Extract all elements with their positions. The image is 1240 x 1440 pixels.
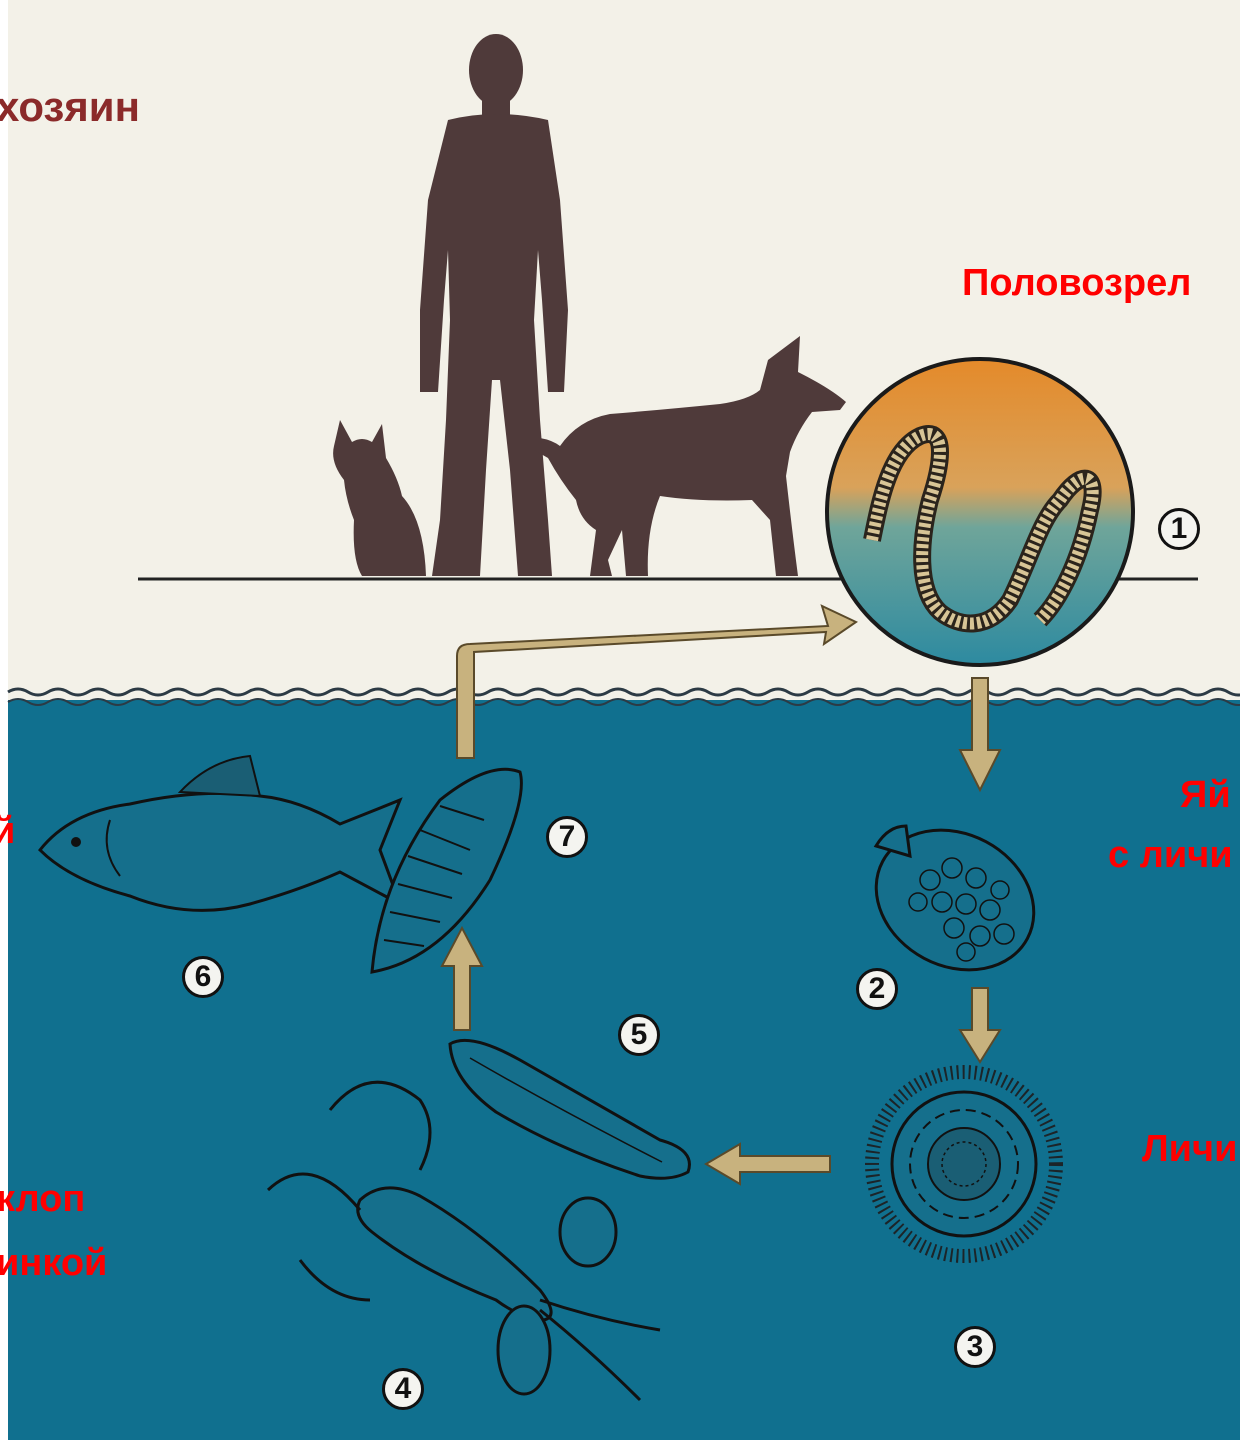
label-fish: й: [0, 812, 15, 850]
stage-number-4: 4: [382, 1368, 424, 1410]
label-cyclops-line2: инкой: [0, 1244, 107, 1282]
label-adult-worm: Половозрел: [962, 264, 1191, 302]
label-egg-line2: с личи: [1108, 836, 1233, 874]
label-definitive-host: хозяин: [0, 86, 140, 128]
stage-number-7: 7: [546, 816, 588, 858]
coracidium-larva-icon: [872, 1072, 1056, 1256]
label-larva: Личи: [1142, 1130, 1237, 1168]
stage-number-5: 5: [618, 1014, 660, 1056]
stage-number-2: 2: [856, 968, 898, 1010]
label-cyclops-line1: клоп: [0, 1180, 85, 1218]
stage-number-6: 6: [182, 956, 224, 998]
stage-number-3: 3: [954, 1326, 996, 1368]
stage-number-1: 1: [1158, 508, 1200, 550]
label-egg-line1: Яй: [1180, 776, 1231, 814]
